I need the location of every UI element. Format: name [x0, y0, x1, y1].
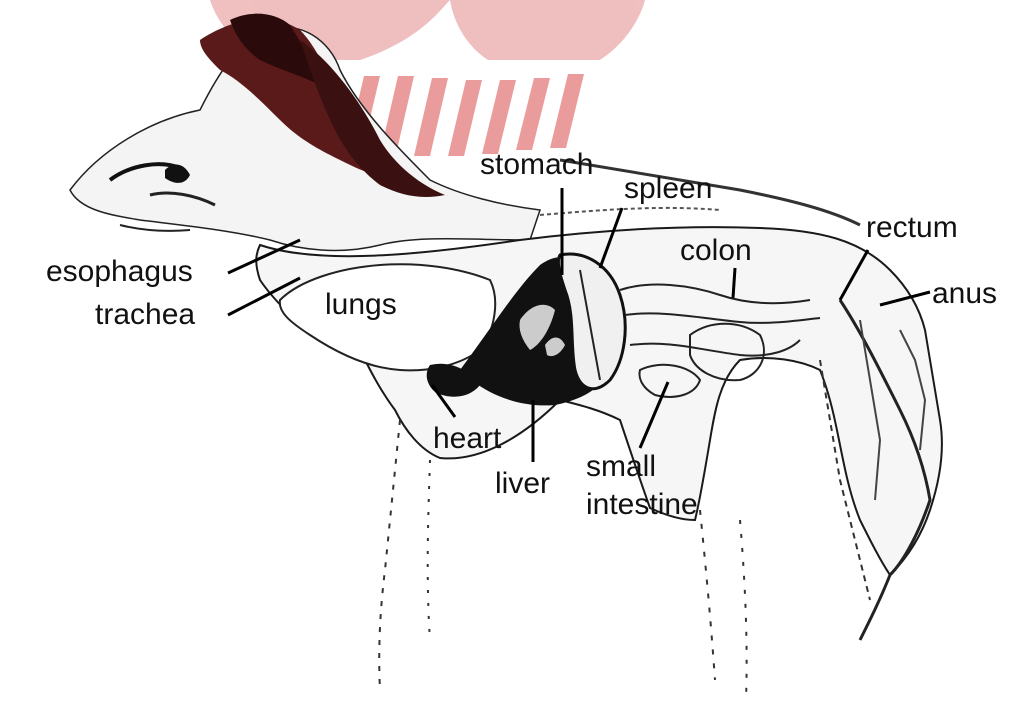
label-heart: heart [433, 424, 501, 454]
label-trachea: trachea [95, 300, 195, 330]
colon-pointer [733, 268, 735, 298]
label-liver: liver [495, 469, 550, 499]
label-esophagus: esophagus [46, 257, 193, 287]
label-small-intestine-line2: intestine [586, 490, 698, 520]
label-lungs: lungs [325, 290, 397, 320]
label-spleen: spleen [624, 174, 712, 204]
label-stomach: stomach [480, 150, 593, 180]
label-rectum: rectum [866, 213, 958, 243]
label-colon: colon [680, 236, 752, 266]
label-anus: anus [932, 279, 997, 309]
label-small-intestine-line1: small [586, 452, 656, 482]
